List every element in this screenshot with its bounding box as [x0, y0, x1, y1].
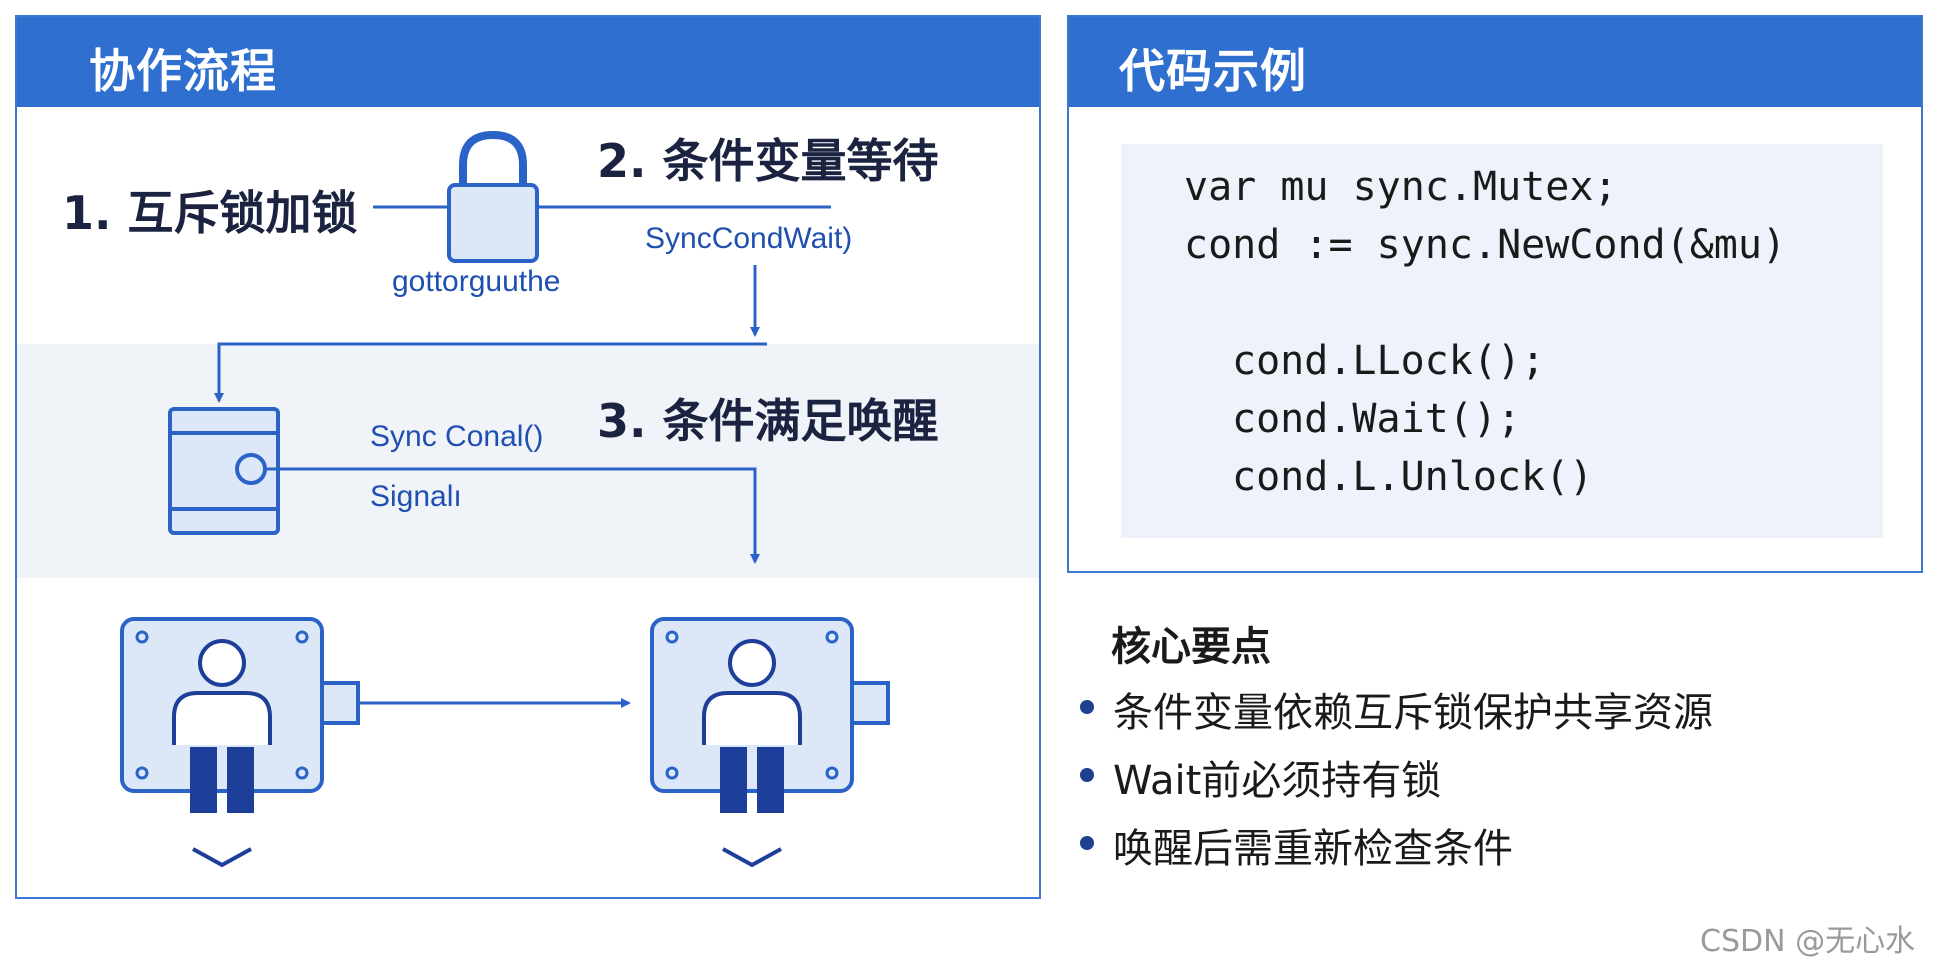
flow-panel: 协作流程: [15, 15, 1041, 899]
flow-diagram: [120, 130, 890, 868]
code-line: cond.L.Unlock(): [1232, 454, 1594, 500]
cabinet-icon: [168, 407, 280, 535]
code-panel-title: 代码示例: [1119, 44, 1307, 98]
bullet-icon: [1080, 700, 1094, 714]
person-box-icon: [120, 617, 360, 813]
watermark: CSDN @无心水: [1700, 924, 1916, 959]
padlock-icon: [447, 130, 539, 263]
step-1-label: 1. 互斥锁加锁: [62, 186, 358, 240]
wait-call-label: SyncCondWait): [645, 222, 853, 255]
bullet-icon: [1080, 836, 1094, 850]
code-line: var mu sync.Mutex;: [1184, 164, 1618, 210]
code-block: var mu sync.Mutex; cond := sync.NewCond(…: [1121, 144, 1883, 538]
step-2-label: 2. 条件变量等待: [597, 134, 939, 188]
key-points-title: 核心要点: [1111, 624, 1271, 670]
lock-caption: gottorguuthe: [392, 265, 561, 298]
code-line: cond.LLock();: [1232, 338, 1546, 384]
key-point-item: 唤醒后需重新检查条件: [1113, 826, 1513, 872]
person-box-icon: [650, 617, 890, 813]
signal-route: [265, 467, 760, 564]
signal-call-label: Sync Conal(): [370, 420, 544, 453]
wait-route: [214, 342, 767, 403]
key-point-item: 条件变量依赖互斥锁保护共享资源: [1113, 690, 1713, 736]
key-point-item: Wait前必须持有锁: [1113, 758, 1442, 804]
flow-panel-title: 协作流程: [89, 44, 277, 98]
code-line: cond := sync.NewCond(&mu): [1184, 222, 1787, 268]
bullet-icon: [1080, 768, 1094, 782]
code-panel: 代码示例 var mu sync.Mutex; cond := sync.New…: [1067, 15, 1923, 573]
step-3-label: 3. 条件满足唤醒: [597, 394, 939, 448]
chevron-down-icon: [722, 847, 782, 868]
flow-panel-header: 协作流程: [17, 17, 1039, 107]
chevron-down-icon: [192, 847, 252, 868]
code-line: cond.Wait();: [1232, 396, 1521, 442]
signal-call-label-2: Signalı: [370, 480, 462, 513]
code-panel-header: 代码示例: [1069, 17, 1921, 107]
